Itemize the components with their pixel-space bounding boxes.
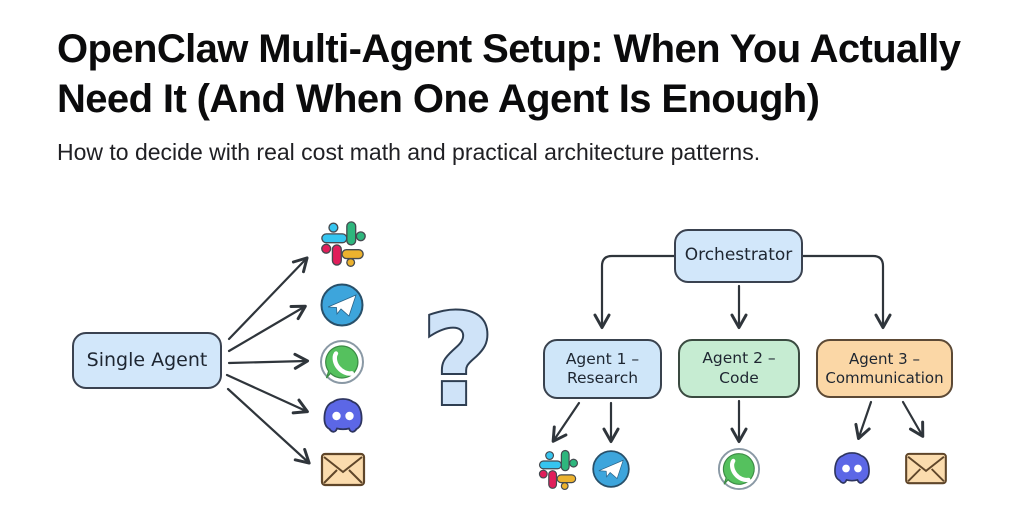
- arrow-single-to-email: [226, 387, 311, 465]
- page-title-line1: OpenClaw Multi-Agent Setup: When You Act…: [57, 27, 961, 71]
- arrow-agent3-to-email: [901, 400, 925, 438]
- telegram-icon: [591, 449, 631, 489]
- email-icon: [904, 452, 948, 486]
- discord-icon: [830, 450, 874, 487]
- agent2-code-box: Agent 2 – Code: [678, 339, 800, 398]
- slack-icon: [537, 448, 579, 490]
- whatsapp-icon: [319, 339, 365, 385]
- single-agent-box: Single Agent: [72, 332, 222, 389]
- arrow-agent1-to-slack: [551, 401, 581, 443]
- arrow-agent3-to-discord: [854, 400, 873, 440]
- orchestrator-label: Orchestrator: [684, 245, 793, 266]
- agent3-communication-box: Agent 3 – Communication: [816, 339, 953, 398]
- agent2-label: Agent 2 – Code: [702, 349, 776, 387]
- whatsapp-icon: [717, 447, 761, 491]
- page-title-line2: Need It (And When One Agent Is Enough): [57, 77, 820, 122]
- page-title: OpenClaw Multi-Agent Setup: When You Act…: [57, 24, 987, 125]
- connector-orch-to-agent1: [593, 254, 676, 330]
- slack-icon: [319, 219, 367, 267]
- question-mark: ?: [421, 287, 494, 434]
- email-icon: [320, 452, 366, 488]
- agent1-research-box: Agent 1 – Research: [543, 339, 662, 399]
- page-subtitle: How to decide with real cost math and pr…: [57, 139, 761, 165]
- arrow-single-to-discord: [225, 373, 309, 415]
- single-agent-label: Single Agent: [86, 348, 208, 371]
- arrow-single-to-whatsapp: [227, 352, 310, 370]
- connector-orch-to-agent3: [801, 254, 892, 330]
- arrow-single-to-telegram: [227, 304, 307, 353]
- orchestrator-box: Orchestrator: [674, 229, 803, 283]
- agent1-label: Agent 1 – Research: [565, 349, 640, 387]
- arrow-single-to-slack: [227, 256, 309, 341]
- discord-icon: [319, 396, 367, 436]
- telegram-icon: [319, 282, 365, 328]
- agent3-label: Agent 3 – Communication: [825, 349, 944, 387]
